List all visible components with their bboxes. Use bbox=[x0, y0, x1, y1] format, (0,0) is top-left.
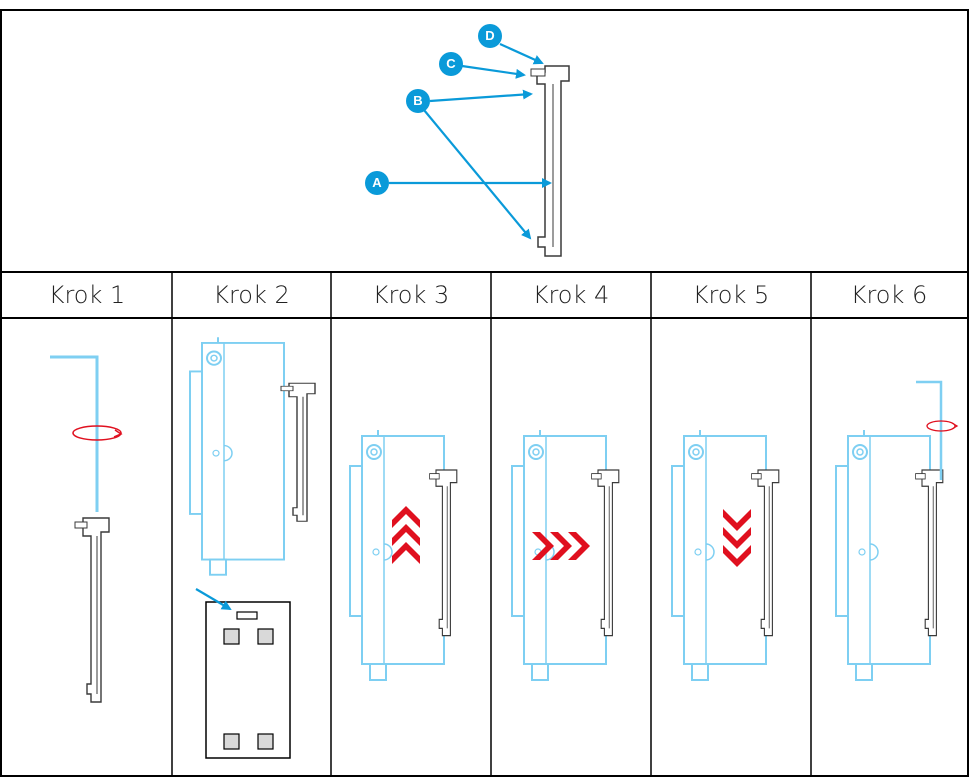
step-label-5: Krok 5 bbox=[692, 281, 770, 309]
bracket-overview bbox=[530, 65, 570, 257]
marker-b-label: B bbox=[413, 93, 423, 108]
marker-d-dot bbox=[478, 24, 502, 48]
step-label-1: Krok 1 bbox=[48, 281, 126, 309]
step6-illustration bbox=[835, 380, 959, 681]
callout-arrow-b1 bbox=[429, 89, 533, 103]
step5-illustration bbox=[671, 429, 780, 681]
callout-dots bbox=[365, 24, 502, 195]
rotation-arrow bbox=[72, 425, 122, 441]
callout-arrow-c bbox=[461, 64, 526, 79]
step-label-3: Krok 3 bbox=[372, 281, 450, 309]
step-label-2: Krok 2 bbox=[213, 281, 290, 309]
step1-illustration bbox=[50, 355, 123, 703]
table-grid bbox=[0, 9, 969, 777]
marker-b-dot bbox=[406, 89, 430, 113]
marker-c-dot bbox=[439, 52, 463, 76]
callout-arrow-d bbox=[499, 42, 544, 65]
marker-a-dot bbox=[365, 171, 389, 195]
callout-arrows bbox=[389, 42, 552, 240]
step-label-4: Krok 4 bbox=[532, 281, 610, 309]
step4-illustration bbox=[511, 429, 620, 681]
rotation-arrow-step6 bbox=[926, 420, 956, 432]
hex-key bbox=[50, 355, 99, 512]
callout-arrow-b2 bbox=[423, 109, 532, 240]
step3-illustration bbox=[349, 429, 458, 681]
step2-illustration bbox=[189, 336, 316, 759]
socket-arrow bbox=[195, 588, 232, 611]
marker-d-label: D bbox=[485, 28, 495, 43]
hex-key-step6 bbox=[916, 380, 943, 480]
step-label-6: Krok 6 bbox=[850, 281, 928, 309]
socket-detail bbox=[205, 601, 291, 759]
marker-c-label: C bbox=[446, 56, 456, 71]
marker-a-label: A bbox=[372, 175, 382, 190]
